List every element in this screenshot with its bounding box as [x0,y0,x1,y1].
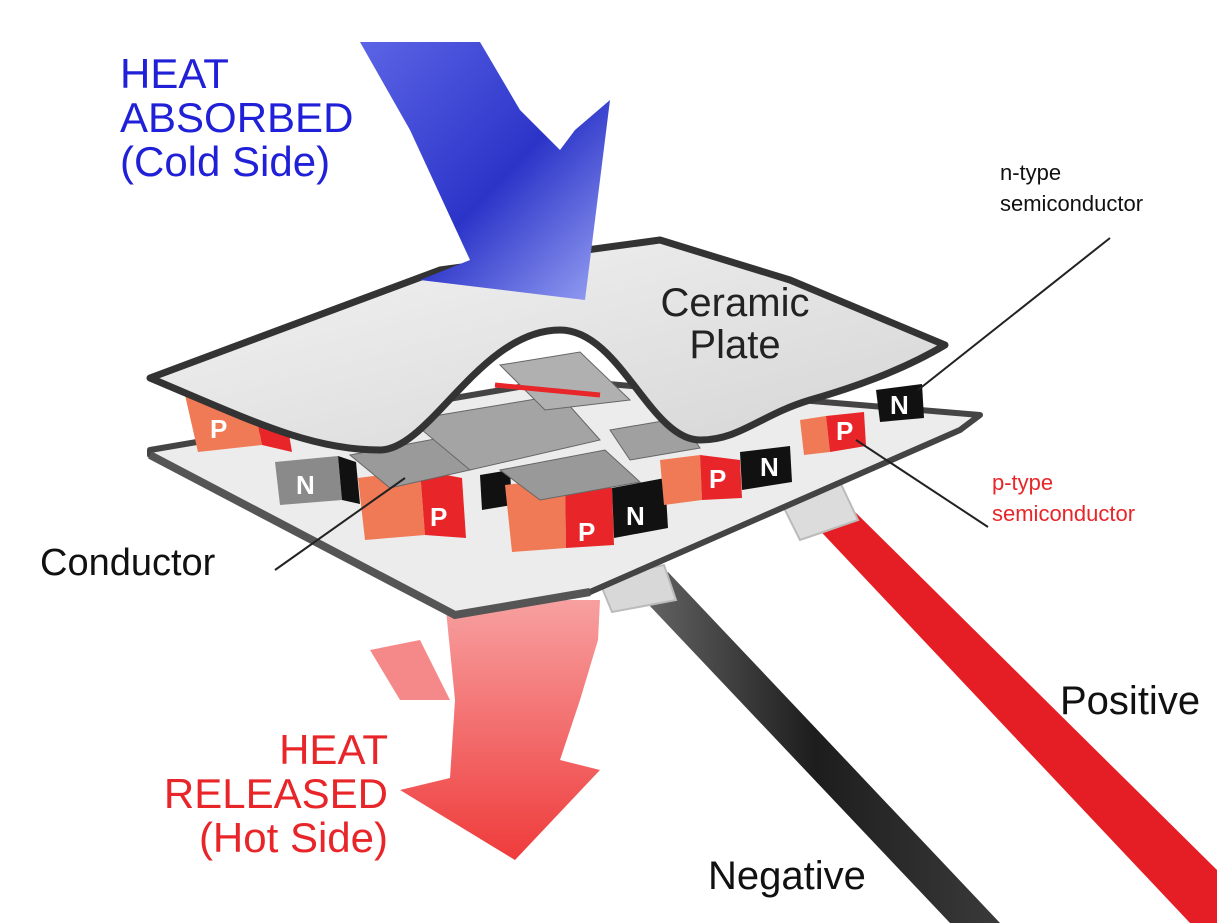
heat-absorbed-line-1: HEAT [120,50,229,97]
n-label: N [626,501,645,531]
n-type-label: n-type semiconductor [1000,158,1143,220]
p-type-label: p-type semiconductor [992,468,1135,530]
conductor-tabs [348,351,701,501]
p-label: P [210,414,227,444]
top-ceramic-plate [146,236,949,454]
p-label: P [836,416,853,446]
ceramic-plate-line-2: Plate [689,323,781,367]
leader-lines [274,237,1111,571]
p-type-line-1: p-type [992,470,1054,495]
n-type-line-1: n-type [1000,160,1062,185]
p-label: P [578,517,595,547]
n-type-line-2: semiconductor [1000,190,1144,216]
heat-released-line-1: HEAT [279,726,388,773]
n-label: N [760,452,779,482]
positive-label: Positive [1060,679,1201,723]
heat-absorbed-arrow [360,42,610,300]
heat-released-line-2: RELEASED [163,770,388,818]
heat-released-arrow [370,600,600,860]
heat-released-label: HEAT RELEASED (Hot Side) [160,726,388,862]
heat-absorbed-line-2: ABSORBED [120,94,354,142]
heat-absorbed-line-3: (Cold Side) [120,138,331,186]
p-label: P [709,464,726,494]
p-label: P [430,502,447,532]
n-label: N [296,470,315,500]
conductor-label: Conductor [40,542,216,584]
n-label: N [890,390,909,420]
p-type-line-2: semiconductor [992,500,1136,526]
negative-label: Negative [708,854,866,898]
ceramic-plate-line-1: Ceramic [660,281,810,325]
ceramic-plate-label: Ceramic Plate [640,282,830,366]
heat-absorbed-label: HEAT ABSORBED (Cold Side) [120,50,354,186]
heat-released-line-3: (Hot Side) [198,814,388,862]
